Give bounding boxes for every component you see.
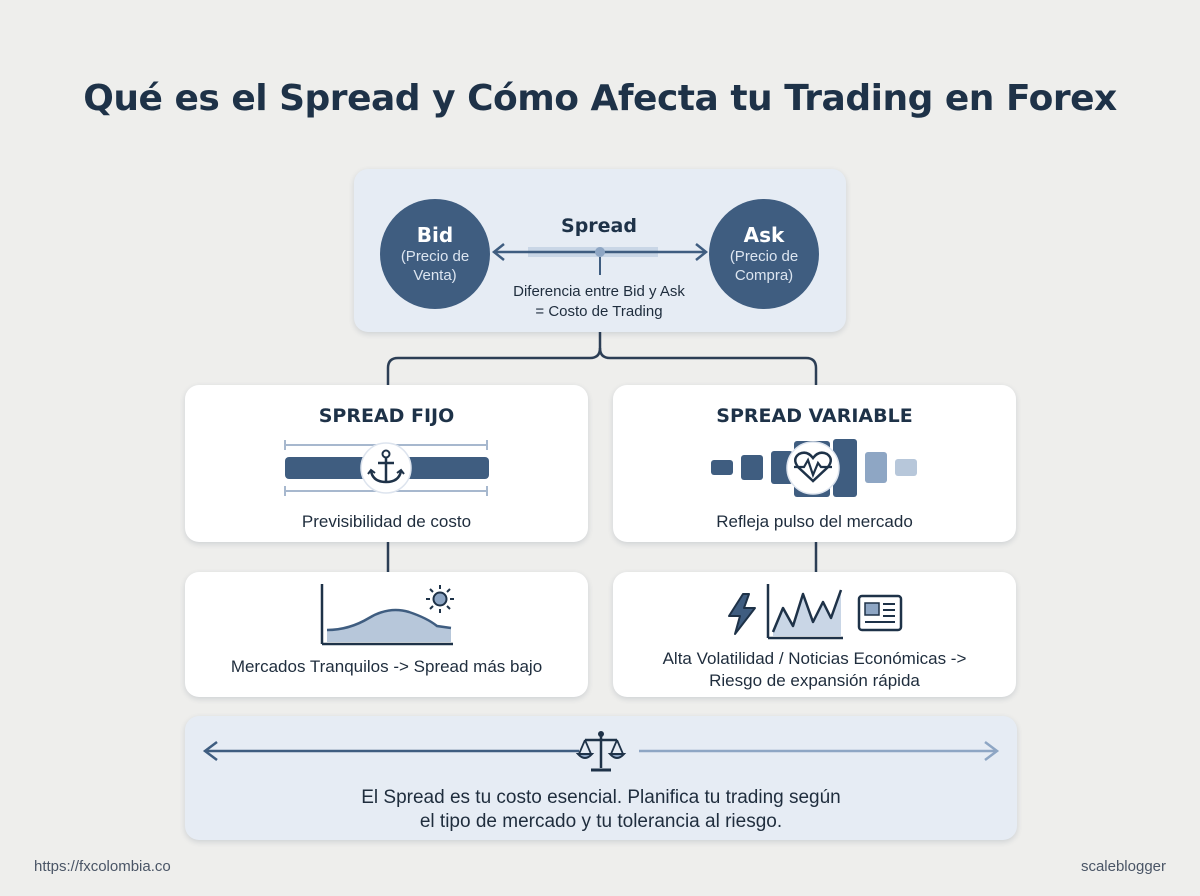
bid-circle: Bid (Precio de Venta) [380,199,490,309]
volatility-caption: Alta Volatilidad / Noticias Económicas -… [613,648,1016,692]
calm-markets-caption: Mercados Tranquilos -> Spread más bajo [230,657,543,676]
volatility-card: Alta Volatilidad / Noticias Económicas -… [613,572,1016,697]
balance-scale-icon [575,731,627,772]
brand-label: scaleblogger [1080,858,1166,875]
sun-icon [426,585,454,613]
calm-markets-card: Mercados Tranquilos -> Spread más bajo [185,572,588,697]
variable-spread-heading: SPREAD VARIABLE [716,405,913,427]
variable-spread-caption: Refleja pulso del mercado [716,512,913,531]
heartbeat-icon [711,439,917,497]
fixed-spread-caption: Previsibilidad de costo [301,512,472,531]
conclusion-card: El Spread es tu costo esencial. Planific… [185,716,1017,840]
source-url: https://fxcolombia.co [34,858,171,875]
ask-sub-2: Compra) [734,267,794,284]
lightning-icon [728,593,756,635]
fixed-spread-heading: SPREAD FIJO [318,405,455,427]
volatility-caption-line-2: Riesgo de expansión rápida [709,671,920,690]
spread-description-line-1: Diferencia entre Bid y Ask [513,283,685,300]
anchor-icon [284,440,489,496]
conclusion-line-2: el tipo de mercado y tu tolerancia al ri… [419,811,783,832]
ask-label: Ask [743,223,785,247]
volatility-caption-line-1: Alta Volatilidad / Noticias Económicas -… [662,649,967,668]
spread-description: Diferencia entre Bid y Ask = Costo de Tr… [484,282,714,322]
spread-definition-card: Bid (Precio de Venta) Ask (Precio de Com… [354,169,846,332]
calm-wave-chart-icon [320,584,453,646]
newspaper-icon [857,594,903,632]
bid-label: Bid [416,223,454,247]
ask-sub-1: (Precio de [729,248,799,265]
double-arrow-icon [202,741,1000,761]
conclusion-text: El Spread es tu costo esencial. Planific… [185,786,1017,834]
variable-spread-card: SPREAD VARIABLE Refleja pulso del mercad… [613,385,1016,542]
conclusion-line-1: El Spread es tu costo esencial. Planific… [361,787,841,808]
spread-label: Spread [561,215,637,237]
bid-sub-1: (Precio de [400,248,470,265]
fixed-spread-card: SPREAD FIJO Previsibilidad de costo [185,385,588,542]
double-arrow-icon [491,243,709,275]
page-title: Qué es el Spread y Cómo Afecta tu Tradin… [83,78,1117,119]
volatile-chart-icon [766,584,843,640]
spread-description-line-2: = Costo de Trading [535,303,663,320]
bid-sub-2: Venta) [413,267,457,284]
ask-circle: Ask (Precio de Compra) [709,199,819,309]
